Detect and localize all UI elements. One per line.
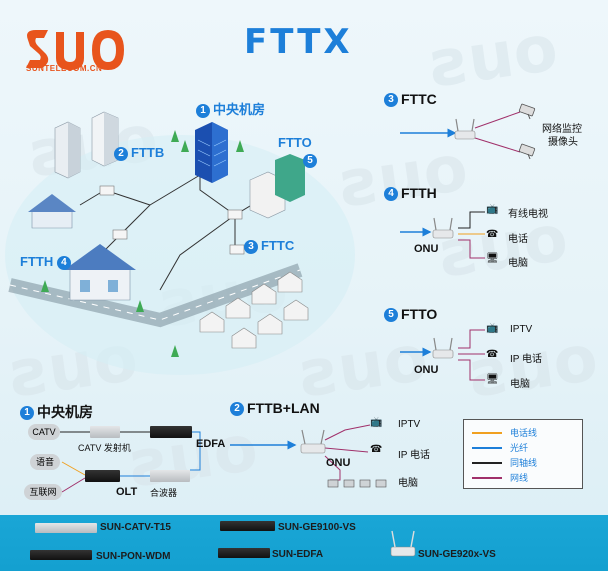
voice-source: 语音 bbox=[30, 454, 60, 470]
office-towers bbox=[54, 111, 119, 179]
combiner-label: 合波器 bbox=[150, 488, 178, 498]
ftth-item-phone: 电话 bbox=[508, 234, 528, 245]
ftth-onu-label: ONU bbox=[414, 243, 439, 255]
fttb-item-pc: 电脑 bbox=[398, 478, 418, 489]
legend-item: 网线 bbox=[472, 471, 580, 483]
product-label: SUN-PON-WDM bbox=[96, 551, 171, 562]
legend-label: 光纤 bbox=[510, 443, 529, 453]
phone-icon: ☎ bbox=[486, 349, 499, 360]
legend-swatch bbox=[472, 477, 502, 479]
internet-source: 互联网 bbox=[24, 484, 62, 500]
map-label-ftth: FTTH 4 bbox=[20, 254, 74, 270]
legend-swatch bbox=[472, 447, 502, 449]
computer-icon: 🖥 bbox=[486, 253, 499, 264]
product-ge920x-image bbox=[390, 530, 416, 557]
camera-icon bbox=[518, 143, 536, 160]
phone-icon: ☎ bbox=[370, 444, 383, 455]
legend-item: 光纤 bbox=[472, 441, 580, 453]
trees bbox=[41, 130, 244, 357]
fttb-item-iptv: IPTV bbox=[398, 419, 421, 430]
olt-label: OLT bbox=[116, 486, 138, 498]
fttc-houses bbox=[199, 271, 309, 349]
ftto-item-pc: 电脑 bbox=[510, 379, 530, 390]
ftto-item-iptv: IPTV bbox=[510, 324, 533, 335]
ftth-onu-icon bbox=[432, 217, 454, 239]
ftto-item-phone: IP 电话 bbox=[510, 354, 543, 365]
fttb-item-phone: IP 电话 bbox=[398, 450, 431, 461]
legend-item: 同轴线 bbox=[472, 456, 580, 468]
ftth-item-tv: 有线电视 bbox=[508, 209, 548, 220]
ftto-onu-icon bbox=[432, 337, 454, 359]
legend-label: 网线 bbox=[510, 473, 529, 483]
product-label: SUN-CATV-T15 bbox=[100, 522, 171, 533]
legend: 电话线 光纤 同轴线 网线 bbox=[463, 419, 583, 489]
fttb-onu-icon bbox=[300, 429, 326, 454]
camera-icon bbox=[518, 103, 536, 120]
legend-label: 同轴线 bbox=[510, 458, 538, 468]
computers-icon bbox=[327, 479, 387, 488]
legend-swatch bbox=[472, 432, 502, 434]
central-office-building bbox=[195, 122, 228, 183]
camera-label-2: 摄像头 bbox=[548, 137, 578, 148]
tv-icon: 📺 bbox=[370, 417, 383, 428]
product-pon-wdm-image bbox=[30, 550, 92, 560]
ftth-item-pc: 电脑 bbox=[508, 258, 528, 269]
catv-source: CATV bbox=[28, 424, 60, 440]
product-label: SUN-GE920x-VS bbox=[418, 549, 496, 560]
catv-transmitter bbox=[90, 426, 120, 438]
edfa-device bbox=[150, 426, 192, 438]
ftth-houses bbox=[28, 194, 136, 301]
product-ge9100-image bbox=[220, 521, 275, 531]
fttc-onu-icon bbox=[454, 118, 476, 140]
tv-icon: 📺 bbox=[486, 204, 499, 215]
edfa-label: EDFA bbox=[196, 438, 226, 450]
legend-label: 电话线 bbox=[510, 428, 538, 438]
product-catv-image bbox=[35, 523, 97, 533]
computer-icon: 🖥 bbox=[486, 374, 499, 385]
product-label: SUN-EDFA bbox=[272, 549, 324, 560]
product-edfa-image bbox=[218, 548, 270, 558]
legend-item: 电话线 bbox=[472, 426, 580, 438]
ftto-onu-label: ONU bbox=[414, 364, 439, 376]
tv-icon: 📺 bbox=[486, 323, 499, 334]
camera-label-1: 网络监控 bbox=[542, 124, 582, 135]
combiner-device bbox=[150, 470, 190, 482]
map-label-ftto-num: 5 bbox=[303, 152, 320, 168]
legend-swatch bbox=[472, 462, 502, 464]
olt-device bbox=[85, 470, 120, 482]
ftto-office-building bbox=[249, 154, 305, 219]
product-label: SUN-GE9100-VS bbox=[278, 522, 356, 533]
brand-logo-text: SUNTELECOM.CN bbox=[26, 64, 103, 73]
phone-icon: ☎ bbox=[486, 229, 499, 240]
page-title: FTTX bbox=[244, 22, 353, 62]
fttb-onu-label: ONU bbox=[326, 457, 351, 469]
catv-transmitter-label: CATV 发射机 bbox=[78, 443, 131, 453]
brand-logo-icon bbox=[26, 30, 124, 70]
product-bar: SUN-CATV-T15 SUN-GE9100-VS SUN-PON-WDM S… bbox=[0, 515, 608, 571]
map-label-ftto: FTTO bbox=[278, 135, 312, 150]
